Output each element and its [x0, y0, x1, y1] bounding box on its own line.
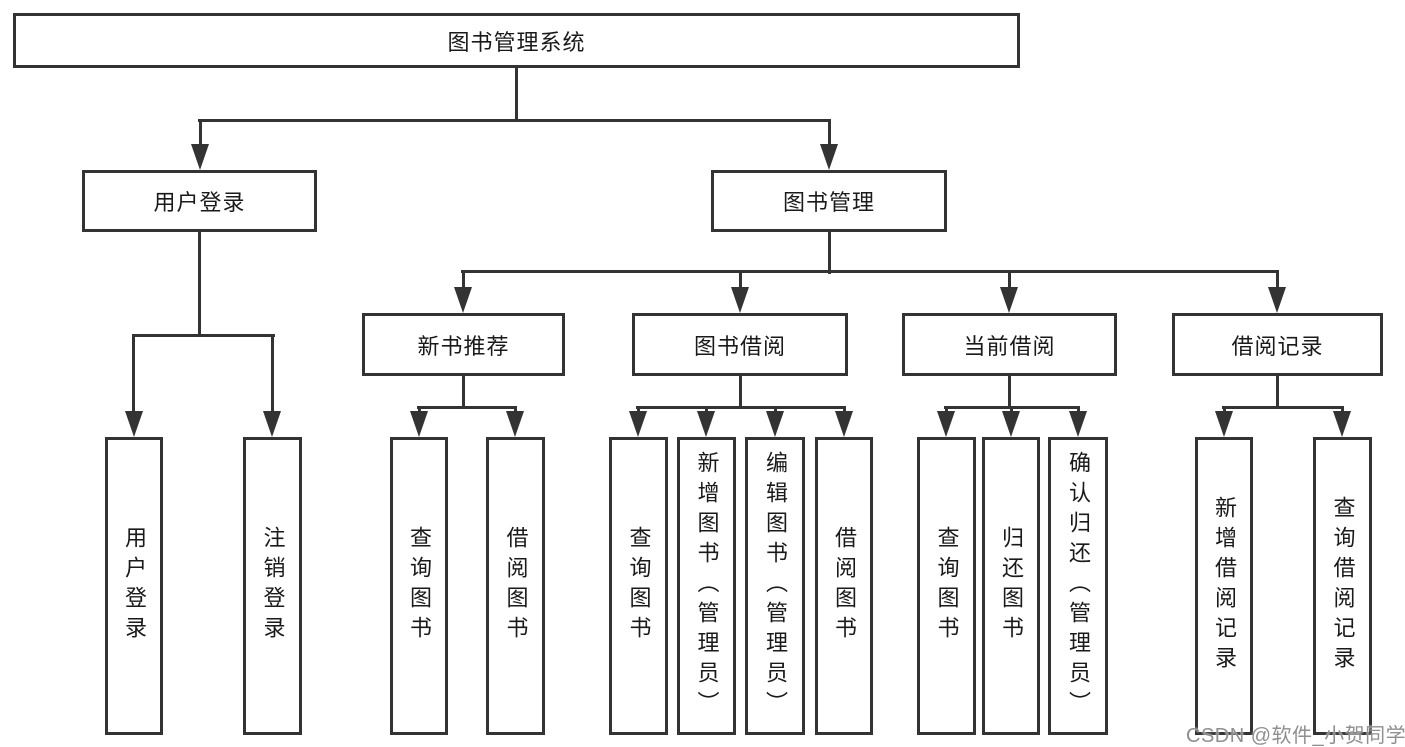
connector-to-leaf-logout — [271, 334, 274, 414]
leaf-bb-borrow-books: 借阅图书 — [815, 437, 873, 735]
connector-book-mgmt-hbar — [461, 270, 1279, 273]
connector-user-login-hbar — [132, 334, 275, 337]
arrow-down-rec-query — [410, 411, 428, 437]
connector-to-book-borrow — [739, 270, 742, 290]
connector-current-borrow-stub — [1008, 376, 1011, 409]
leaf-label: 注销登录 — [260, 526, 286, 646]
node-label: 借阅记录 — [1231, 333, 1324, 359]
node-label: 图书管理 — [782, 190, 875, 215]
connector-root-stub — [515, 68, 518, 122]
leaf-label: 查询借阅记录 — [1330, 496, 1356, 676]
arrow-down-new-book-rec — [454, 287, 472, 313]
connector-to-bb-add — [705, 406, 708, 414]
connector-new-book-rec-hbar — [417, 406, 517, 409]
node-library-management-system: 图书管理系统 — [13, 13, 1020, 68]
arrow-down-bb-query — [629, 411, 647, 437]
connector-to-cb-confirm — [1077, 406, 1080, 414]
connector-to-current-borrow — [1008, 270, 1011, 290]
arrow-down-bb-borrow — [835, 411, 853, 437]
leaf-cb-return-books: 归还图书 — [982, 437, 1040, 735]
leaf-cb-confirm-return-admin: 确认归还（管理员） — [1048, 437, 1108, 735]
connector-new-book-rec-stub — [462, 376, 465, 409]
arrow-down-rec-borrow — [506, 411, 524, 437]
connector-user-login-stub — [198, 232, 201, 337]
arrow-down-book-mgmt — [820, 144, 838, 170]
connector-to-bb-edit — [774, 406, 777, 414]
leaf-label: 编辑图书（管理员） — [763, 451, 788, 721]
connector-to-book-mgmt — [828, 119, 831, 148]
node-current-borrowing: 当前借阅 — [902, 313, 1117, 376]
leaf-label: 查询图书 — [407, 526, 432, 646]
connector-book-borrow-hbar — [636, 406, 846, 409]
connector-to-bb-borrow — [843, 406, 846, 414]
arrow-down-cb-confirm — [1069, 411, 1087, 437]
leaf-bb-edit-books-admin: 编辑图书（管理员） — [745, 437, 805, 735]
node-label: 当前借阅 — [963, 333, 1056, 359]
connector-root-hbar — [198, 119, 831, 122]
arrow-down-cb-return — [1002, 411, 1020, 437]
csdn-watermark: CSDN @软件_小贺同学 — [1186, 725, 1405, 747]
arrow-down-current-borrow — [1000, 287, 1018, 313]
node-user-login: 用户登录 — [82, 170, 317, 232]
leaf-user-login: 用户登录 — [105, 437, 163, 735]
node-label: 用户登录 — [153, 190, 246, 215]
leaf-logout: 注销登录 — [243, 437, 302, 735]
node-book-management: 图书管理 — [711, 170, 947, 232]
arrow-down-borrow-record — [1268, 287, 1286, 313]
leaf-cb-query-books: 查询图书 — [917, 437, 976, 735]
leaf-br-query-record: 查询借阅记录 — [1313, 437, 1372, 735]
leaf-label: 用户登录 — [122, 526, 147, 646]
arrow-down-leaf-logout — [263, 411, 281, 437]
leaf-label: 新增图书（管理员） — [694, 451, 720, 721]
connector-to-borrow-record — [1276, 270, 1279, 290]
leaf-bb-query-books: 查询图书 — [609, 437, 668, 735]
leaf-label: 借阅图书 — [503, 526, 529, 646]
connector-borrow-record-stub — [1276, 376, 1279, 409]
leaf-label: 借阅图书 — [832, 526, 857, 646]
connector-to-br-query — [1341, 406, 1344, 414]
connector-to-leaf-login — [132, 334, 135, 414]
arrow-down-user-login — [191, 144, 209, 170]
connector-borrow-record-hbar — [1222, 406, 1344, 409]
leaf-label: 新增借阅记录 — [1212, 496, 1237, 676]
arrow-down-br-add — [1215, 411, 1233, 437]
leaf-rec-borrow-books: 借阅图书 — [486, 437, 545, 735]
arrow-down-br-query — [1333, 411, 1351, 437]
connector-book-borrow-stub — [739, 376, 742, 409]
connector-to-bb-query — [637, 406, 640, 414]
node-label: 新书推荐 — [417, 333, 510, 359]
node-borrowing-records: 借阅记录 — [1172, 313, 1383, 376]
connector-to-cb-query — [945, 406, 948, 414]
leaf-label: 查询图书 — [934, 526, 960, 646]
leaf-rec-query-books: 查询图书 — [390, 437, 448, 735]
leaf-label: 归还图书 — [999, 526, 1024, 646]
leaf-bb-add-books-admin: 新增图书（管理员） — [677, 437, 736, 735]
node-book-borrowing: 图书借阅 — [632, 313, 848, 376]
connector-to-rec-borrow — [514, 406, 517, 414]
arrow-down-book-borrow — [731, 287, 749, 313]
leaf-label: 查询图书 — [626, 526, 652, 646]
node-new-book-recommend: 新书推荐 — [362, 313, 565, 376]
arrow-down-bb-add — [697, 411, 715, 437]
arrow-down-bb-edit — [766, 411, 784, 437]
arrow-down-cb-query — [937, 411, 955, 437]
arrow-down-leaf-login — [125, 411, 143, 437]
connector-to-cb-return — [1010, 406, 1013, 414]
node-label: 图书管理系统 — [447, 29, 586, 55]
connector-to-br-add — [1223, 406, 1226, 414]
connector-to-new-book-rec — [462, 270, 465, 290]
connector-book-mgmt-stub — [828, 232, 831, 274]
leaf-br-add-record: 新增借阅记录 — [1195, 437, 1253, 735]
connector-to-user-login — [199, 119, 202, 148]
node-label: 图书借阅 — [693, 333, 786, 359]
connector-to-rec-query — [418, 406, 421, 414]
leaf-label: 确认归还（管理员） — [1066, 451, 1091, 721]
